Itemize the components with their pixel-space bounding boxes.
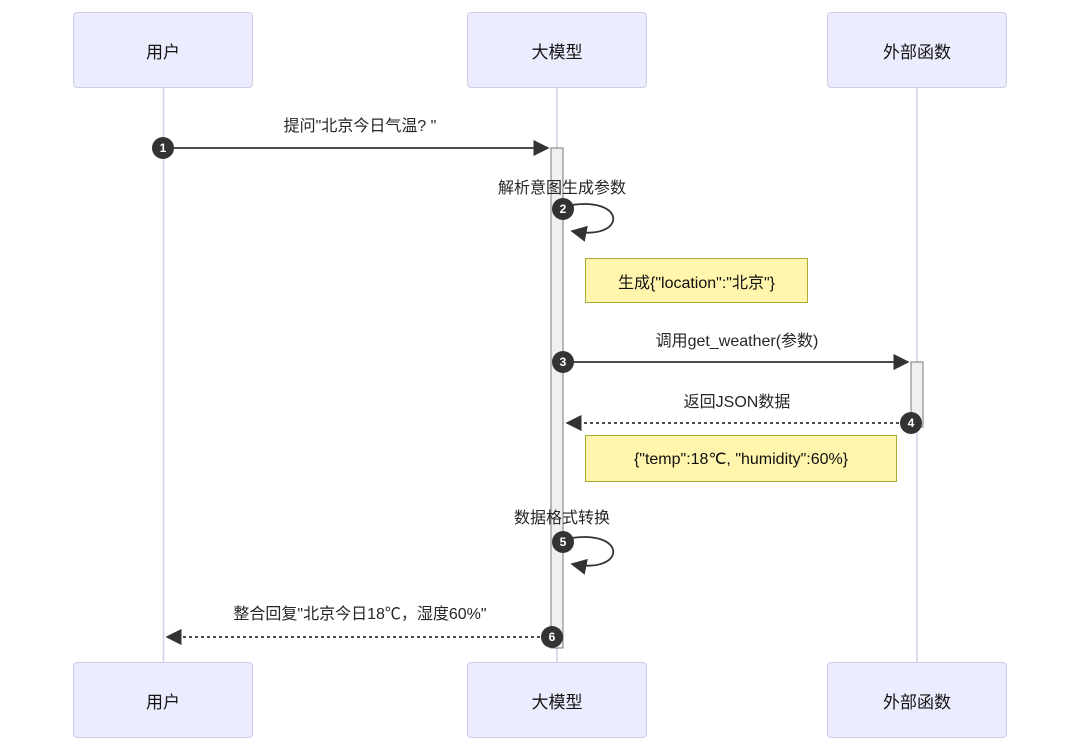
actor-box-user-top: 用户	[73, 12, 253, 88]
actor-label-user: 用户	[146, 692, 180, 712]
sequence-number-6: 6	[541, 626, 563, 648]
note-json-result: {"temp":18℃, "humidity":60%}	[585, 435, 897, 482]
actor-label-external: 外部函数	[883, 692, 951, 712]
message-arrow-5-selfloop	[565, 536, 615, 575]
message-label-3: 调用get_weather(参数)	[655, 333, 819, 350]
sequence-number-5: 5	[552, 531, 574, 553]
actor-label-llm: 大模型	[531, 692, 583, 712]
activation-bar-llm	[550, 147, 564, 649]
actor-box-external-top: 外部函数	[827, 12, 1007, 88]
actor-box-user-bottom: 用户	[73, 662, 253, 738]
actor-label-user: 用户	[146, 42, 180, 62]
actor-box-llm-top: 大模型	[467, 12, 647, 88]
actor-box-llm-bottom: 大模型	[467, 662, 647, 738]
sequence-number-4: 4	[900, 412, 922, 434]
message-label-4: 返回JSON数据	[683, 394, 791, 411]
message-label-2: 解析意图生成参数	[497, 180, 627, 197]
message-label-5: 数据格式转换	[513, 510, 611, 527]
actor-label-external: 外部函数	[883, 42, 951, 62]
sequence-number-1: 1	[152, 137, 174, 159]
sequence-number-3: 3	[552, 351, 574, 373]
actor-box-external-bottom: 外部函数	[827, 662, 1007, 738]
note-generate-params: 生成{"location":"北京"}	[585, 258, 808, 303]
sequence-number-2: 2	[552, 198, 574, 220]
message-label-1: 提问"北京今日气温? "	[283, 118, 437, 135]
message-arrow-2-selfloop	[565, 203, 615, 242]
message-label-6: 整合回复"北京今日18℃，湿度60%"	[233, 606, 487, 623]
note-text: {"temp":18℃, "humidity":60%}	[633, 450, 849, 468]
note-text: 生成{"location":"北京"}	[617, 274, 775, 292]
actor-label-llm: 大模型	[531, 42, 583, 62]
